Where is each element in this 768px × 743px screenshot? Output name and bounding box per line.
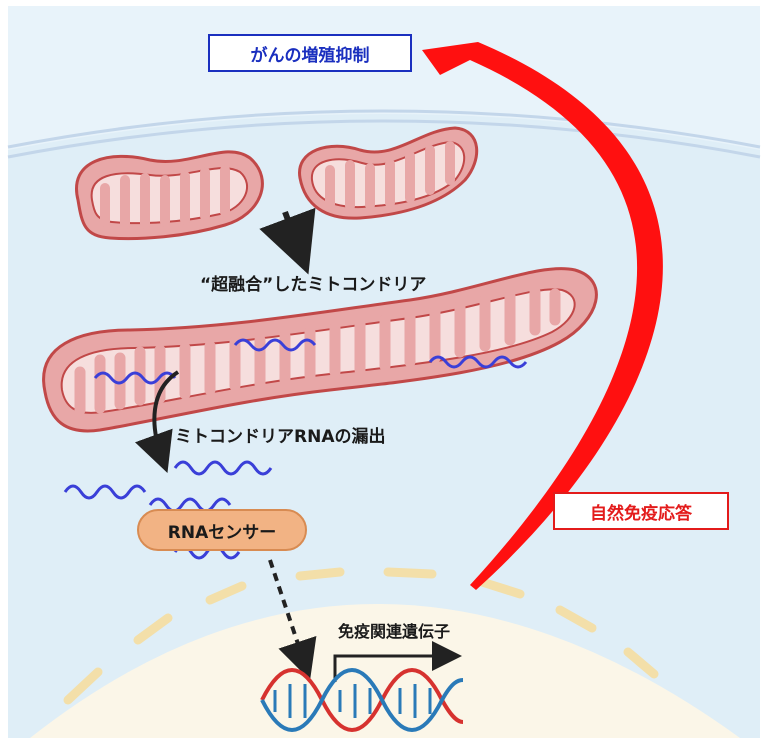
free-rna-strands	[63, 460, 273, 560]
rna-sensor-shape	[137, 509, 307, 551]
signal-dashed-arrow	[268, 559, 317, 681]
nuclear-pores	[63, 567, 659, 705]
dna-helix	[260, 668, 464, 732]
nucleus	[30, 604, 740, 738]
innate-immune-label: 自然免疫応答	[590, 503, 692, 524]
fusion-arrow	[259, 207, 316, 275]
mitochondrion-small-left	[75, 150, 264, 241]
cancer-suppression-label: がんの増殖抑制	[250, 45, 370, 66]
rna-leak-arrow	[135, 370, 180, 474]
mitochondrion-small-right	[298, 126, 479, 220]
innate-immune-box: 自然免疫応答	[553, 492, 729, 530]
rna-sensor-label-box: RNAセンサー	[138, 510, 306, 550]
transcription-arrow	[333, 641, 462, 682]
cell-membrane	[7, 109, 761, 149]
fused-mito-label: “超融合”したミトコンドリア	[200, 275, 427, 295]
rna-leak-label: ミトコンドリアRNAの漏出	[175, 427, 386, 447]
mitochondrion-fused	[42, 267, 598, 433]
immune-genes-label: 免疫関連遺伝子	[338, 622, 451, 641]
cancer-suppression-box: がんの増殖抑制	[208, 34, 412, 72]
cell-membrane-inner	[7, 119, 761, 159]
rna-sensor-label: RNAセンサー	[167, 522, 277, 543]
